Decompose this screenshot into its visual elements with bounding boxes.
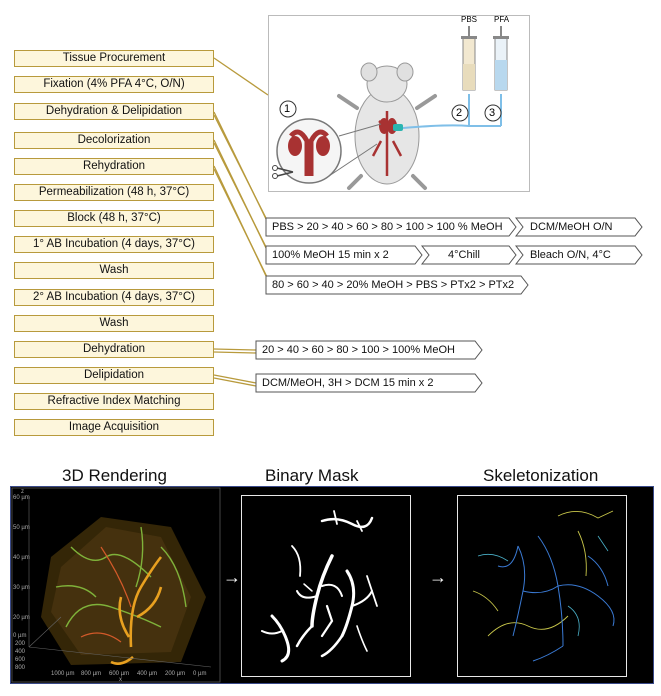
marker-3: 3: [489, 107, 496, 119]
binary-mask-frame: [241, 495, 411, 677]
depth-tick-3: 600: [15, 657, 26, 663]
image-strip: 60 µm 50 µm 40 µm 30 µm 20 µm 0 µm 200 4…: [10, 486, 654, 684]
detail-dehydration-text: 20 > 40 > 60 > 80 > 100 > 100% MeOH: [262, 344, 455, 356]
detail-rehydration-text: 80 > 60 > 40 > 20% MeOH > PBS > PTx2 > P…: [272, 279, 515, 291]
axis-letter-z: z: [21, 489, 24, 495]
detail-chill-text: 4°Chill: [448, 249, 480, 261]
y-tick-4: 30 µm: [13, 585, 30, 591]
marker-1: 1: [284, 103, 291, 115]
detail-delipidation: DCM/MeOH, 3H > DCM 15 min x 2: [255, 373, 483, 393]
x-tick-1: 1000 µm: [51, 671, 75, 677]
axis-letter-x: x: [119, 677, 122, 683]
step-wash-1: Wash: [14, 262, 214, 279]
x-tick-2: 800 µm: [81, 671, 102, 677]
title-3d-rendering: 3D Rendering: [62, 466, 167, 485]
step-refractive-index: Refractive Index Matching: [14, 393, 214, 410]
step-dehydration: Dehydration: [14, 341, 214, 358]
step-primary-ab: 1° AB Incubation (4 days, 37°C): [14, 236, 214, 253]
detail-meoh-wash-text: 100% MeOH 15 min x 2: [272, 249, 389, 261]
step-rehydration: Rehydration: [14, 158, 214, 175]
detail-meoh-series-text: PBS > 20 > 40 > 60 > 80 > 100 > 100 % Me…: [272, 221, 503, 233]
step-secondary-ab: 2° AB Incubation (4 days, 37°C): [14, 289, 214, 306]
detail-dcm-meoh-text: DCM/MeOH O/N: [530, 221, 613, 233]
detail-dehydration: 20 > 40 > 60 > 80 > 100 > 100% MeOH: [255, 340, 483, 360]
detail-dcm-meoh: DCM/MeOH O/N: [514, 217, 643, 237]
x-tick-6: 0 µm: [193, 671, 207, 677]
detail-bleach: Bleach O/N, 4°C: [514, 245, 643, 265]
marker-2: 2: [456, 107, 463, 119]
title-binary-mask: Binary Mask: [265, 466, 359, 485]
y-tick-3: 40 µm: [13, 555, 30, 561]
depth-tick-4: 800: [15, 665, 26, 671]
detail-meoh-wash: 100% MeOH 15 min x 2: [265, 245, 423, 265]
detail-bleach-text: Bleach O/N, 4°C: [530, 249, 611, 261]
syringe-label-pfa: PFA: [494, 15, 510, 24]
y-tick-6: 0 µm: [13, 633, 27, 639]
step-dehydration-delipidation: Dehydration & Delipidation: [14, 103, 214, 120]
depth-tick-1: 200: [15, 641, 26, 647]
rendering-3d-image: [11, 487, 221, 683]
detail-chill: 4°Chill: [420, 245, 517, 265]
syringe-label-pbs: PBS: [461, 15, 478, 24]
y-tick-1: 60 µm: [13, 495, 30, 501]
step-permeabilization: Permeabilization (48 h, 37°C): [14, 184, 214, 201]
step-block: Block (48 h, 37°C): [14, 210, 214, 227]
x-tick-5: 200 µm: [165, 671, 186, 677]
step-image-acquisition: Image Acquisition: [14, 419, 214, 436]
skeleton-frame: [457, 495, 627, 677]
title-skeletonization: Skeletonization: [483, 466, 599, 485]
step-wash-2: Wash: [14, 315, 214, 332]
perfusion-illustration: [272, 26, 509, 190]
y-tick-5: 20 µm: [13, 615, 30, 621]
y-tick-2: 50 µm: [13, 525, 30, 531]
detail-meoh-series: PBS > 20 > 40 > 60 > 80 > 100 > 100 % Me…: [265, 217, 517, 237]
step-tissue-procurement: Tissue Procurement: [14, 50, 214, 67]
x-tick-3: 600 µm: [109, 671, 130, 677]
x-tick-4: 400 µm: [137, 671, 158, 677]
detail-rehydration: 80 > 60 > 40 > 20% MeOH > PBS > PTx2 > P…: [265, 275, 529, 295]
binary-mask-image: [261, 510, 378, 663]
step-fixation: Fixation (4% PFA 4°C, O/N): [14, 76, 214, 93]
detail-delipidation-text: DCM/MeOH, 3H > DCM 15 min x 2: [262, 377, 434, 389]
connector-lines: [213, 57, 269, 387]
depth-tick-2: 400: [15, 649, 26, 655]
arrow-to-skeleton: →: [429, 567, 447, 587]
arrow-to-mask: →: [223, 567, 241, 587]
perfusion-panel: 1 2 3 PBS PFA: [268, 15, 530, 192]
step-decolorization: Decolorization: [14, 132, 214, 149]
step-delipidation: Delipidation: [14, 367, 214, 384]
skeleton-image: [472, 510, 615, 662]
